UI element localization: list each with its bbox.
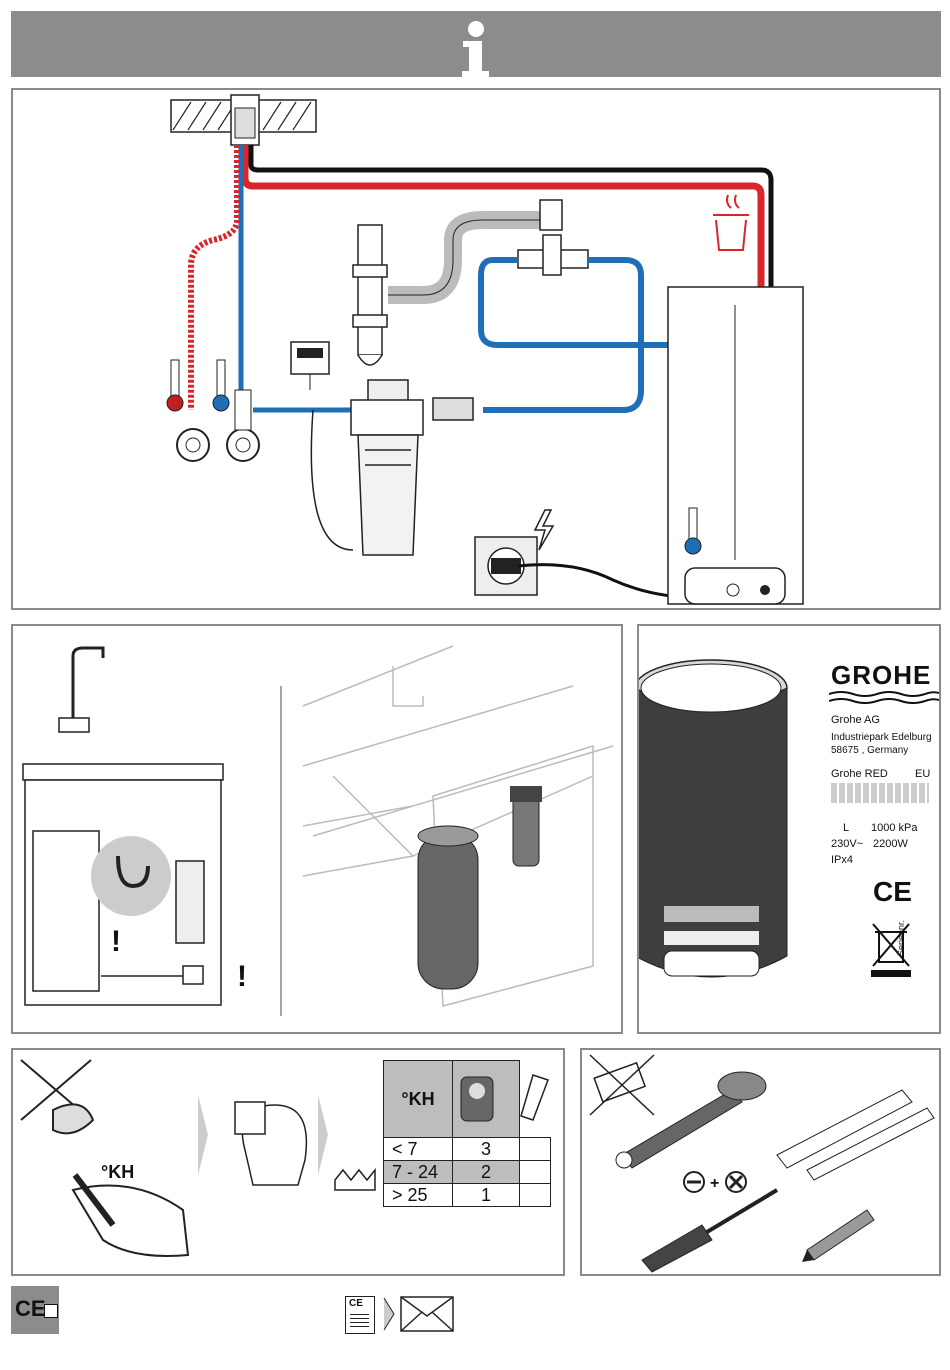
screwdriver-icon <box>642 1190 777 1272</box>
cabinet-cutaway <box>23 648 223 1005</box>
hardness-range: < 7 <box>384 1138 453 1161</box>
declaration-document-icon: CE <box>345 1296 375 1334</box>
hardness-range: 7 - 24 <box>384 1161 453 1184</box>
control-box <box>291 342 329 390</box>
folding-rule-icon <box>777 1090 934 1180</box>
tools-panel: + <box>580 1048 941 1276</box>
boiler-illustration <box>418 826 478 989</box>
table-row: > 25 1 <box>384 1184 551 1207</box>
hardness-range: > 25 <box>384 1184 453 1207</box>
installation-diagram <box>13 90 939 608</box>
table-row: < 7 3 <box>384 1138 551 1161</box>
hot-thermometer-icon <box>167 360 183 411</box>
screwdriver-type-icon: + <box>684 1172 746 1192</box>
region-code: EU <box>915 768 930 780</box>
checkbox-icon <box>44 1304 58 1318</box>
product-name: Grohe RED <box>831 768 888 780</box>
table-row: 7 - 24 2 <box>384 1161 551 1184</box>
water-filter <box>351 380 473 555</box>
capacity-unit: L <box>843 822 849 834</box>
hot-water-cup-icon <box>713 195 749 250</box>
sink-installation-diagram: ! ! <box>13 626 621 1032</box>
brand-wave-icon <box>829 690 939 704</box>
doc-badge-text: CE <box>349 1298 363 1309</box>
info-icon <box>11 11 941 77</box>
svg-text:!: ! <box>237 960 247 993</box>
arrow-right-icon <box>382 1296 398 1332</box>
svg-text:!: ! <box>111 925 121 958</box>
tools-illustration: + <box>582 1050 939 1274</box>
placeholder-bars <box>831 783 929 803</box>
rating-label-panel: GROHE Grohe AG Industriepark Edelburg 58… <box>637 624 941 1034</box>
no-tape-icon <box>590 1055 654 1115</box>
company-name: Grohe AG <box>831 714 880 726</box>
pressure-value: 1000 kPa <box>871 822 917 834</box>
serial-number-label: Seriennr. <box>895 920 908 956</box>
power-value: 2200W <box>873 838 908 850</box>
factory-icon <box>335 1170 375 1190</box>
filter-illustration <box>510 786 542 866</box>
address-line-2: 58675 , Germany <box>831 744 908 757</box>
installation-diagram-panel <box>11 88 941 610</box>
wall-hatch <box>171 95 316 145</box>
address-line-1: Industriepark Edelburg <box>831 731 932 744</box>
ce-badge: CE <box>11 1286 59 1334</box>
boiler-tank <box>668 287 803 604</box>
hardness-setting: 2 <box>453 1161 520 1184</box>
kh-unit-label: °KH <box>101 1162 134 1183</box>
cold-thermometer-icon <box>213 360 229 411</box>
envelope-icon <box>400 1296 454 1332</box>
hardness-setting: 1 <box>453 1184 520 1207</box>
filter-head-icon <box>453 1061 520 1138</box>
pencil-tool-icon <box>802 1210 874 1262</box>
ce-badge-text: CE <box>15 1296 46 1322</box>
ip-rating: IPx4 <box>831 854 853 866</box>
ce-mark: CE <box>873 876 912 908</box>
hardness-setting: 3 <box>453 1138 520 1161</box>
sink-installation-panel: ! ! <box>11 624 623 1034</box>
voltage-value: 230V~ <box>831 838 863 850</box>
drain-pipe <box>353 225 387 365</box>
hardness-table: °KH < 7 3 7 - 24 2 > 25 1 <box>383 1060 551 1207</box>
head-think-icon <box>235 1102 306 1185</box>
brand-logo: GROHE <box>831 660 931 691</box>
svg-text:+: + <box>710 1175 719 1192</box>
header-bar <box>11 11 941 77</box>
hardness-table-header: °KH <box>384 1061 453 1138</box>
water-hardness-panel: °KH °KH < 7 3 7 - 24 2 > 25 1 <box>11 1048 565 1276</box>
